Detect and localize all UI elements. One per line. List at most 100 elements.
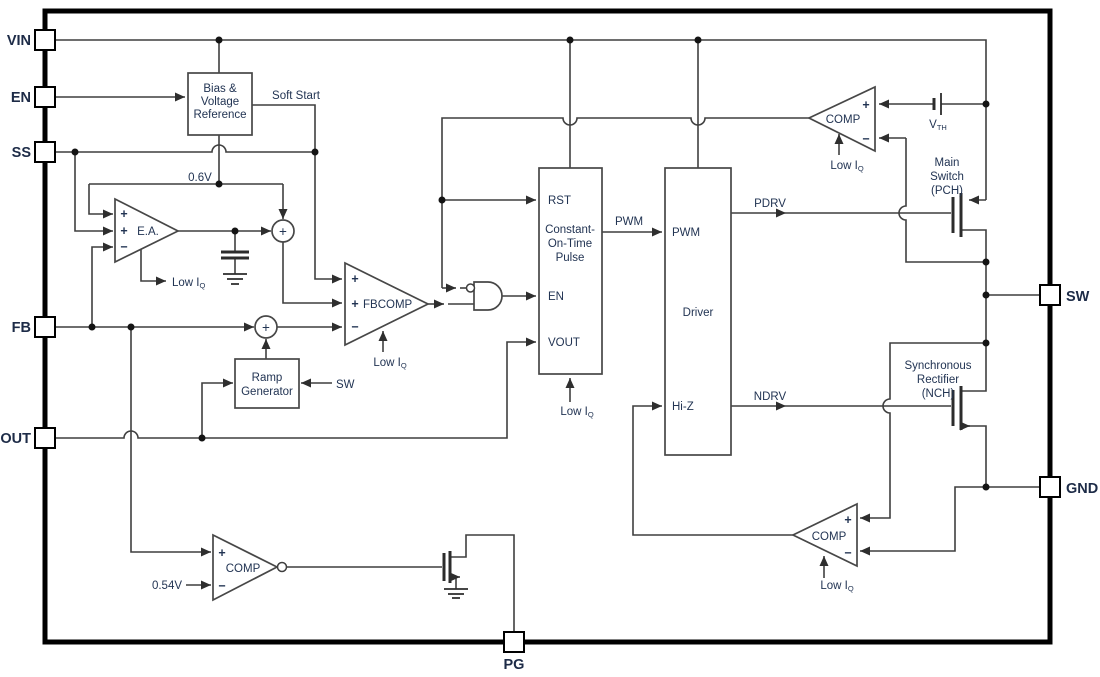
wire-ea-input2 bbox=[74, 152, 113, 236]
wire-ea-input3 bbox=[91, 242, 113, 327]
pg-ground-icon bbox=[444, 588, 468, 599]
pin-label-ss: SS bbox=[12, 145, 32, 161]
main-switch-label: (PCH) bbox=[931, 185, 963, 197]
pg-ref-label: 0.54V bbox=[152, 580, 182, 592]
pin-ss bbox=[34, 141, 56, 163]
ea-ground-icon bbox=[223, 273, 247, 285]
pg-comp-symbol bbox=[212, 533, 279, 602]
plus-sign: + bbox=[120, 207, 127, 221]
zerocross-comp-symbol bbox=[791, 502, 858, 568]
chip-outline bbox=[34, 8, 1061, 653]
ramp-block-label: Generator bbox=[241, 386, 293, 398]
cot-port-rst: RST bbox=[548, 195, 571, 207]
pin-vin bbox=[34, 29, 56, 51]
pin-gnd bbox=[1039, 476, 1061, 498]
low-iq-text: Low I bbox=[820, 580, 848, 592]
pin-pg bbox=[503, 631, 525, 653]
pin-fb bbox=[34, 316, 56, 338]
minus-sign: − bbox=[218, 579, 225, 593]
error-amp-label: E.A. bbox=[137, 226, 159, 238]
low-iq-label-cot: Low IQ bbox=[560, 406, 594, 419]
low-iq-sub: Q bbox=[858, 164, 864, 173]
zerocross-comp-label: COMP bbox=[812, 531, 847, 543]
wire-sum1-out bbox=[282, 242, 342, 308]
sync-rectifier-label: Rectifier bbox=[917, 374, 959, 386]
pin-label-en: EN bbox=[11, 90, 31, 106]
wire-ea-input1 bbox=[88, 184, 113, 219]
plus-sign: + bbox=[262, 320, 270, 335]
plus-sign: + bbox=[844, 513, 851, 527]
low-iq-sub: Q bbox=[588, 410, 594, 419]
fbcomp-symbol bbox=[344, 261, 430, 347]
cot-block-label: On-Time bbox=[548, 238, 592, 250]
low-iq-label-ea: Low IQ bbox=[172, 277, 206, 290]
junction bbox=[127, 323, 135, 331]
ramp-block-label: Ramp bbox=[252, 372, 283, 384]
pin-label-pg: PG bbox=[504, 657, 525, 673]
junction bbox=[982, 483, 990, 491]
labels: VIN EN SS FB OUT SW GND PG Bias & Voltag… bbox=[0, 33, 1098, 673]
bias-block-label: Voltage bbox=[201, 96, 239, 108]
junction bbox=[982, 100, 990, 108]
low-iq-text: Low I bbox=[172, 277, 200, 289]
passive-symbols bbox=[221, 93, 963, 599]
wire-out-to-vout bbox=[55, 337, 536, 439]
junction bbox=[231, 227, 239, 235]
bias-voltage-reference-block bbox=[187, 72, 253, 136]
summing-node-top bbox=[271, 219, 295, 243]
pin-en bbox=[34, 86, 56, 108]
pdrv-net-label: PDRV bbox=[754, 198, 786, 210]
pwm-net-label: PWM bbox=[615, 216, 643, 228]
junction bbox=[198, 434, 206, 442]
pg-comp-label: COMP bbox=[226, 563, 261, 575]
junction bbox=[311, 148, 319, 156]
low-iq-text: Low I bbox=[560, 406, 588, 418]
vth-label: VTH bbox=[929, 119, 947, 132]
cot-block-label: Constant- bbox=[545, 224, 595, 236]
ocp-comp-symbol bbox=[807, 85, 876, 153]
pin-label-sw: SW bbox=[1066, 289, 1090, 305]
pin-label-vin: VIN bbox=[7, 33, 31, 49]
bias-block-label: Bias & bbox=[203, 83, 237, 95]
bias-block-label: Reference bbox=[193, 109, 246, 121]
pin-label-fb: FB bbox=[12, 320, 31, 336]
wire-soft-start bbox=[252, 104, 342, 284]
summing-node-fb bbox=[254, 315, 278, 339]
wire-zccomp-out-hiz bbox=[632, 401, 793, 536]
ramp-sw-label: SW bbox=[336, 379, 355, 391]
junction bbox=[215, 180, 223, 188]
plus-sign: + bbox=[862, 98, 869, 112]
error-amp-symbol bbox=[114, 197, 180, 264]
plus-sign: + bbox=[279, 224, 287, 239]
fbcomp-label: FBCOMP bbox=[363, 299, 413, 311]
wire-vin-rail bbox=[55, 39, 987, 200]
driver-block bbox=[664, 167, 732, 456]
junction bbox=[694, 36, 702, 44]
sync-rectifier-label: (NCH) bbox=[922, 388, 955, 400]
vth-label-main: V bbox=[929, 119, 937, 131]
junction bbox=[215, 36, 223, 44]
sync-rectifier-label: Synchronous bbox=[904, 360, 971, 372]
wire-ocpcomp-out bbox=[441, 117, 809, 288]
vref-label: 0.6V bbox=[188, 172, 212, 184]
vth-label-sub: TH bbox=[937, 123, 947, 132]
pin-label-out: OUT bbox=[0, 431, 31, 447]
junction bbox=[982, 258, 990, 266]
low-iq-sub: Q bbox=[200, 281, 206, 290]
ea-capacitor bbox=[221, 250, 249, 260]
and-gate-invert-bubble bbox=[465, 283, 476, 293]
minus-sign: − bbox=[844, 546, 851, 560]
junction bbox=[88, 323, 96, 331]
ndrv-net-label: NDRV bbox=[754, 391, 787, 403]
soft-start-label: Soft Start bbox=[272, 90, 321, 102]
function-blocks bbox=[114, 72, 876, 602]
wire-ocpcomp-minus-sense bbox=[898, 138, 984, 263]
main-switch-label: Switch bbox=[930, 171, 964, 183]
low-iq-sub: Q bbox=[848, 584, 854, 593]
cot-port-en: EN bbox=[548, 291, 564, 303]
wire-zccomp-plus bbox=[860, 342, 986, 523]
plus-sign: + bbox=[120, 224, 127, 238]
low-iq-label-zc: Low IQ bbox=[820, 580, 854, 593]
wire-sync-source bbox=[961, 425, 987, 487]
pin-sw bbox=[1039, 284, 1061, 306]
